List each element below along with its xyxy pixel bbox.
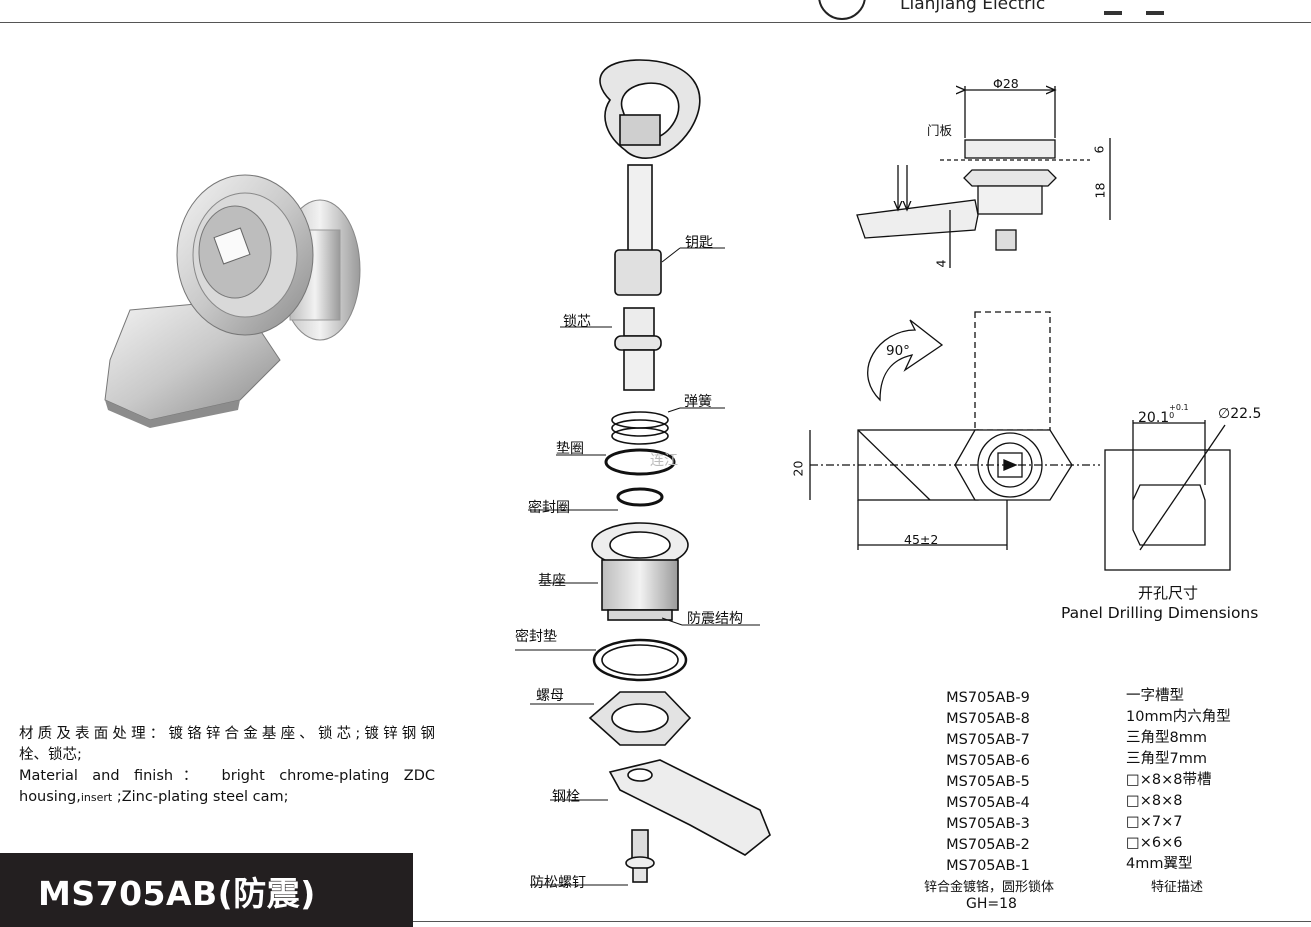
material-cn-line1: 材质及表面处理：镀铬锌合金基座、锁芯;镀锌钢钢 xyxy=(19,726,435,742)
dim-phi22-5: ∅22.5 xyxy=(1218,406,1262,422)
drill-title-cn: 开孔尺寸 xyxy=(1138,584,1199,602)
feature-item: □×8×8 xyxy=(1126,793,1183,809)
material-description: 材质及表面处理：镀铬锌合金基座、锁芯;镀锌钢钢 栓、锁芯; Material a… xyxy=(19,724,435,808)
feature-item: □×8×8带槽 xyxy=(1126,772,1212,788)
label-key: 钥匙 xyxy=(685,235,713,251)
product-title: MS705AB(防震) xyxy=(38,874,316,913)
footer-divider xyxy=(0,921,1311,922)
model-list: MS705AB-9 MS705AB-8 MS705AB-7 MS705AB-6 … xyxy=(933,688,1043,877)
dim-20: 20 xyxy=(790,460,806,477)
feature-item: 一字槽型 xyxy=(1126,688,1184,704)
watermark-text: 连江 xyxy=(650,453,678,469)
feature-item: 4mm翼型 xyxy=(1126,856,1193,872)
side-view-drawing-icon xyxy=(856,86,1111,268)
header-divider xyxy=(0,22,1311,23)
label-seal-gasket: 密封垫 xyxy=(515,629,557,645)
model-item: MS705AB-7 xyxy=(946,732,1030,748)
model-item: MS705AB-8 xyxy=(946,711,1030,727)
dim-18: 18 xyxy=(1092,182,1108,199)
front-view-drawing-icon xyxy=(809,311,1100,550)
brand-mark-icon xyxy=(1104,0,1224,15)
label-cylinder: 锁芯 xyxy=(563,314,591,330)
label-seal-ring: 密封圈 xyxy=(528,500,570,516)
lock-3d-render-icon xyxy=(104,174,361,428)
exploded-view-icon xyxy=(588,59,771,883)
feature-item: 三角型7mm xyxy=(1126,751,1207,767)
feature-item: □×6×6 xyxy=(1126,835,1183,851)
dim-phi28: Φ28 xyxy=(993,76,1019,91)
label-spring: 弹簧 xyxy=(684,394,712,410)
feature-list: 一字槽型 10mm内六角型 三角型8mm 三角型7mm □×8×8带槽 □×8×… xyxy=(1126,686,1286,875)
dim-door-panel: 门板 xyxy=(927,123,953,138)
panel-drilling-drawing-icon xyxy=(1104,420,1231,571)
brand-name: Lianjiang Electric xyxy=(900,0,1046,14)
model-item: MS705AB-9 xyxy=(946,690,1030,706)
model-item: MS705AB-2 xyxy=(946,837,1030,853)
gh-caption: GH=18 xyxy=(966,896,1017,912)
label-washer: 垫圈 xyxy=(556,441,584,457)
drill-title-en: Panel Drilling Dimensions xyxy=(1061,604,1259,622)
label-cam: 钢栓 xyxy=(552,789,580,805)
dim-45: 45±2 xyxy=(904,532,939,547)
dim-6: 6 xyxy=(1091,145,1107,154)
model-item: MS705AB-5 xyxy=(946,774,1030,790)
feature-item: 10mm内六角型 xyxy=(1126,709,1231,725)
feature-item: □×7×7 xyxy=(1126,814,1183,830)
material-en-line1: Material and finish： bright chrome-plati… xyxy=(19,768,435,784)
feature-item: 三角型8mm xyxy=(1126,730,1207,746)
material-cn-line2: 栓、锁芯; xyxy=(19,747,82,763)
finish-caption: 锌合金镀铬，圆形锁体 xyxy=(924,880,1055,895)
model-item: MS705AB-4 xyxy=(946,795,1030,811)
label-base: 基座 xyxy=(538,573,566,589)
feature-desc-caption: 特征描述 xyxy=(1151,880,1204,895)
product-title-banner: MS705AB(防震) xyxy=(0,853,413,927)
model-item: MS705AB-6 xyxy=(946,753,1030,769)
model-item: MS705AB-1 xyxy=(946,858,1030,874)
model-item: MS705AB-3 xyxy=(946,816,1030,832)
material-en-line2: housing,insert ;Zinc-plating steel cam; xyxy=(19,789,289,805)
dim-4: 4 xyxy=(933,259,949,268)
label-anti-shock: 防震结构 xyxy=(687,611,743,627)
dim-angle: 90° xyxy=(886,343,910,359)
label-locking-screw: 防松螺钉 xyxy=(530,875,586,891)
label-nut: 螺母 xyxy=(536,688,564,704)
explode-leader-lines xyxy=(515,247,760,886)
